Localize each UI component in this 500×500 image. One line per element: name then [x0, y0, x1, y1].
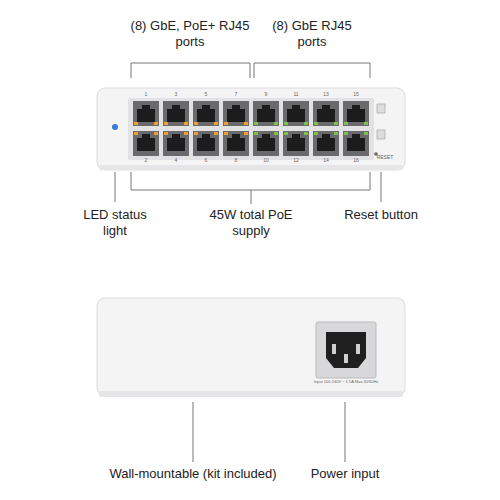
- port-led: [214, 132, 218, 135]
- port-led: [154, 132, 158, 135]
- port-led: [224, 122, 228, 125]
- port-number: 9: [256, 92, 276, 97]
- rj45-port: [253, 131, 279, 156]
- port-opening: [257, 105, 275, 122]
- port-number: 6: [196, 158, 216, 163]
- port-led: [304, 132, 308, 135]
- rj45-port: [283, 101, 309, 126]
- port-led: [334, 122, 338, 125]
- port-led: [164, 132, 168, 135]
- rj45-port: [163, 101, 189, 126]
- port-number: 12: [286, 158, 306, 163]
- port-number: 10: [256, 158, 276, 163]
- port-led: [244, 122, 248, 125]
- rj45-port: [133, 131, 159, 156]
- rj45-port: [313, 131, 339, 156]
- rj45-port: [283, 131, 309, 156]
- device-marking: Input 100-240V ~ 1.5A Max,50/60Hz: [301, 380, 391, 384]
- port-opening: [167, 134, 185, 151]
- callout-label: (8) GbE RJ45 ports: [257, 18, 367, 51]
- port-opening: [347, 134, 365, 151]
- port-led: [284, 122, 288, 125]
- port-led: [274, 122, 278, 125]
- port-led: [314, 132, 318, 135]
- port-led: [334, 132, 338, 135]
- port-led: [134, 132, 138, 135]
- port-opening: [167, 105, 185, 122]
- port-opening: [227, 134, 245, 151]
- port-opening: [197, 134, 215, 151]
- port-led: [254, 132, 258, 135]
- rj45-port: [193, 131, 219, 156]
- port-opening: [137, 105, 155, 122]
- port-led: [254, 122, 258, 125]
- port-led: [344, 132, 348, 135]
- port-led: [214, 122, 218, 125]
- port-opening: [287, 105, 305, 122]
- port-number: 5: [196, 92, 216, 97]
- port-opening: [317, 134, 335, 151]
- rj45-port: [163, 131, 189, 156]
- port-number: 13: [316, 92, 336, 97]
- rj45-port: [343, 131, 369, 156]
- port-led: [244, 132, 248, 135]
- port-number: 7: [226, 92, 246, 97]
- port-led: [194, 122, 198, 125]
- port-number: 8: [226, 158, 246, 163]
- port-number: 15: [346, 92, 366, 97]
- callout-label: Reset button: [341, 207, 421, 223]
- rj45-port: [253, 101, 279, 126]
- port-opening: [227, 105, 245, 122]
- callout-label: Wall-mountable (kit included): [93, 466, 293, 482]
- port-led: [154, 122, 158, 125]
- port-led: [344, 122, 348, 125]
- port-opening: [257, 134, 275, 151]
- port-led: [314, 122, 318, 125]
- port-opening: [137, 134, 155, 151]
- port-led: [364, 122, 368, 125]
- port-opening: [317, 105, 335, 122]
- port-led: [184, 122, 188, 125]
- port-led: [164, 122, 168, 125]
- rj45-port: [223, 131, 249, 156]
- port-number: 11: [286, 92, 306, 97]
- port-led: [274, 132, 278, 135]
- rj45-port: [133, 101, 159, 126]
- port-number: 1: [136, 92, 156, 97]
- port-led: [364, 132, 368, 135]
- port-opening: [347, 105, 365, 122]
- rj45-port: [343, 101, 369, 126]
- port-led: [194, 132, 198, 135]
- port-led: [184, 132, 188, 135]
- port-opening: [197, 105, 215, 122]
- rj45-port: [193, 101, 219, 126]
- callout-label: (8) GbE, PoE+ RJ45 ports: [130, 18, 250, 51]
- port-led: [284, 132, 288, 135]
- port-led: [224, 132, 228, 135]
- callout-label: 45W total PoE supply: [201, 207, 301, 240]
- callout-label: LED status light: [70, 207, 160, 240]
- device-marking: RESET: [373, 155, 397, 160]
- rj45-port: [223, 101, 249, 126]
- port-number: 14: [316, 158, 336, 163]
- port-number: 2: [136, 158, 156, 163]
- port-number: 4: [166, 158, 186, 163]
- port-led: [304, 122, 308, 125]
- port-opening: [287, 134, 305, 151]
- port-led: [134, 122, 138, 125]
- port-number: 3: [166, 92, 186, 97]
- port-number: 16: [346, 158, 366, 163]
- rj45-port: [313, 101, 339, 126]
- callout-label: Power input: [295, 466, 395, 482]
